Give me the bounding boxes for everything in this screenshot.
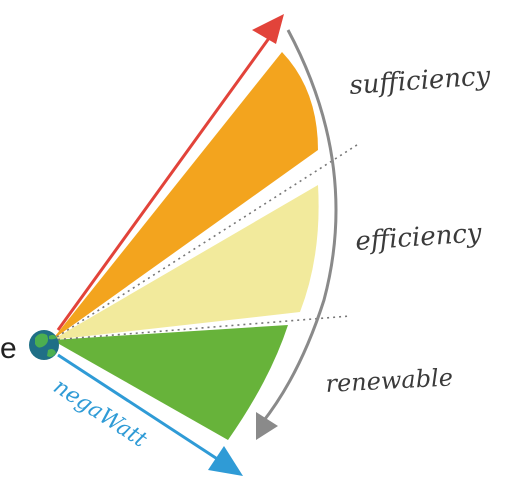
efficiency-wedge [52,185,319,340]
up-arrow-shaft [56,33,274,331]
arrow-up-red [252,14,284,44]
edge-letter: e [0,332,17,365]
divider-line-bottom [51,315,351,341]
label-renewable: renewable [325,363,454,398]
label-efficiency: efficiency [354,218,482,257]
label-sufficiency: sufficiency [348,61,491,101]
divider-line-top [51,142,361,341]
renewable-wedge [52,325,288,440]
sufficiency-wedge [52,52,318,340]
curved-arrow-shaft [260,29,338,424]
down-arrow-shaft [57,353,223,464]
curved-arrow-gray [256,412,278,440]
arrow-down-blue [208,446,243,476]
globe-icon [29,330,59,360]
